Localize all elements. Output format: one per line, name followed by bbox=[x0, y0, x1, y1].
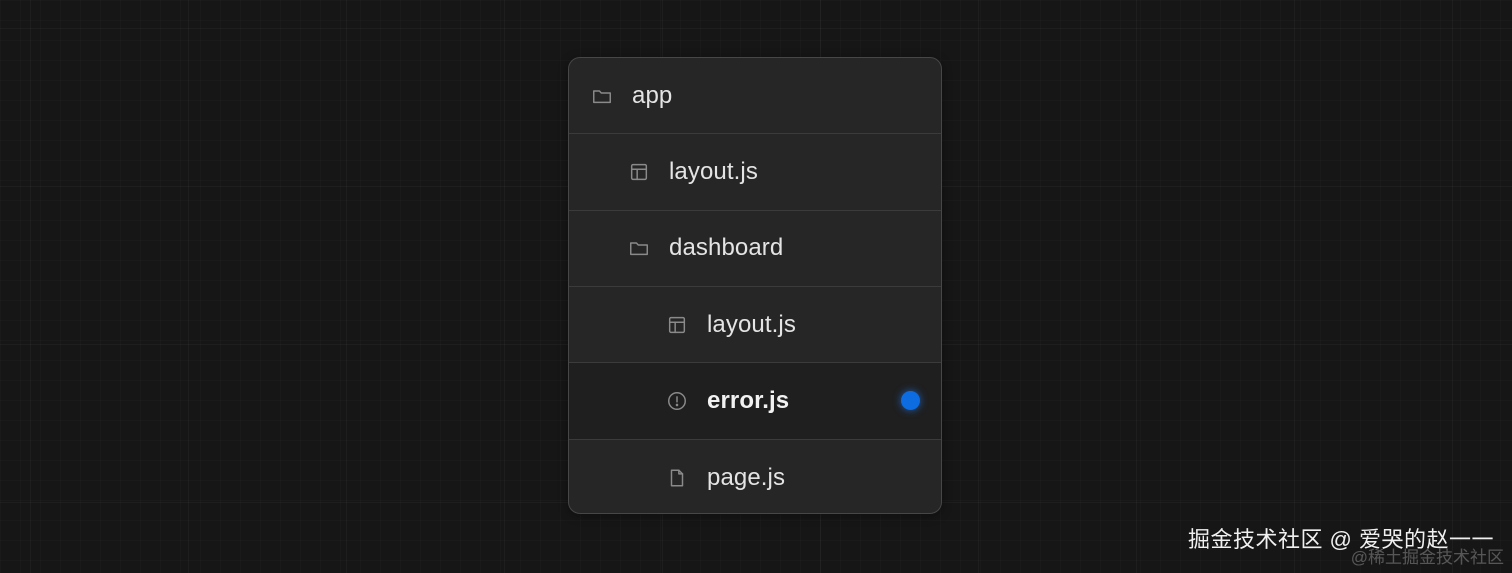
tree-item-label: page.js bbox=[707, 463, 786, 491]
layout-icon bbox=[627, 160, 651, 184]
tree-item-dashboard-folder[interactable]: dashboard bbox=[569, 211, 941, 287]
file-icon bbox=[665, 466, 689, 490]
tree-item-dashboard-layout-js[interactable]: layout.js bbox=[569, 287, 941, 364]
tree-item-label: app bbox=[632, 81, 673, 109]
layout-icon bbox=[665, 313, 689, 337]
tree-item-label: layout.js bbox=[707, 310, 796, 338]
folder-icon bbox=[590, 84, 614, 108]
tree-item-page-js[interactable]: page.js bbox=[569, 440, 941, 513]
file-tree: app layout.js dashboard layout.js error.… bbox=[568, 57, 942, 514]
tree-item-error-js[interactable]: error.js bbox=[569, 363, 941, 440]
watermark-text: 掘金技术社区 @ 爱哭的赵一一 bbox=[1187, 527, 1494, 552]
watermark-faint-text: @稀土掘金技术社区 bbox=[1350, 548, 1504, 567]
tree-item-label: dashboard bbox=[669, 234, 784, 262]
active-indicator-dot bbox=[901, 391, 920, 411]
folder-icon bbox=[627, 236, 651, 260]
tree-item-label: layout.js bbox=[669, 157, 758, 185]
tree-item-label: error.js bbox=[707, 386, 790, 414]
tree-item-app-folder[interactable]: app bbox=[569, 58, 941, 135]
tree-item-layout-js[interactable]: layout.js bbox=[569, 134, 941, 211]
error-circle-icon bbox=[665, 389, 689, 413]
